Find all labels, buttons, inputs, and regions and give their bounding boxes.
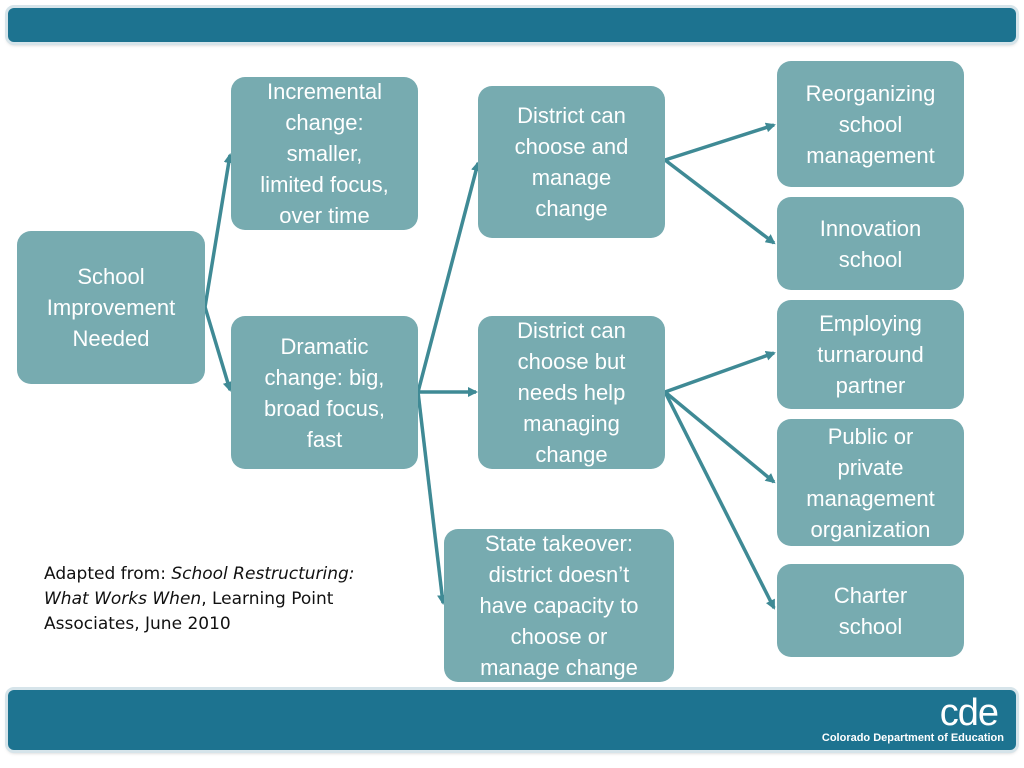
state-takeover-label: State takeover: district doesn’t have ca… [479,531,639,680]
arrow-to-charter [663,391,776,610]
top-banner [8,8,1016,42]
innovation-school-node: Innovation school [777,197,964,290]
charter-school-label: Charter school [833,582,908,639]
arrow-to-incremental [203,153,234,308]
cde-logo: cde [939,692,999,734]
school-improvement-node: School Improvement Needed [17,231,205,384]
innovation-school-label: Innovation school [819,215,922,272]
dramatic-change-node: Dramatic change: big, broad focus, fast [231,316,418,469]
reorganizing-node: Reorganizing school management [777,61,964,187]
public-private-label: Public or private management organizatio… [806,423,935,542]
turnaround-partner-label: Employing turnaround partner [817,311,924,398]
org-name: Colorado Department of Education [821,732,1004,744]
arrow-to-state-takeover [416,391,448,605]
district-choose-manage-label: District can choose and manage change [514,103,629,221]
citation-prefix: Adapted from: [44,564,172,584]
incremental-change-label: Incremental change: smaller, limited foc… [260,79,389,228]
arrow-to-dramatic [203,306,233,392]
district-choose-manage-node: District can choose and manage change [478,86,665,238]
arrow-to-turnaround [664,350,776,394]
district-needs-help-label: District can choose but needs help manag… [517,318,626,467]
arrow-to-public-private [663,390,776,484]
turnaround-partner-node: Employing turnaround partner [777,300,964,409]
citation: Adapted from: School Restructuring: What… [44,562,374,637]
footer-banner: cde Colorado Department of Education [8,690,1016,750]
citation-title: School Restructuring: What Works When [44,564,355,609]
arrow-to-innovation [663,158,776,245]
state-takeover-node: State takeover: district doesn’t have ca… [444,529,674,682]
district-needs-help-node: District can choose but needs help manag… [478,316,665,469]
public-private-node: Public or private management organizatio… [777,419,964,546]
charter-school-node: Charter school [777,564,964,657]
arrow-to-district-choose-manage [416,161,481,393]
reorganizing-label: Reorganizing school management [805,80,936,168]
citation-suffix: , Learning Point Associates, June 2010 [44,589,334,634]
incremental-change-node: Incremental change: smaller, limited foc… [231,77,418,230]
arrow-to-reorganizing [664,122,776,162]
dramatic-change-label: Dramatic change: big, broad focus, fast [263,333,386,452]
school-improvement-label: School Improvement Needed [46,264,176,351]
